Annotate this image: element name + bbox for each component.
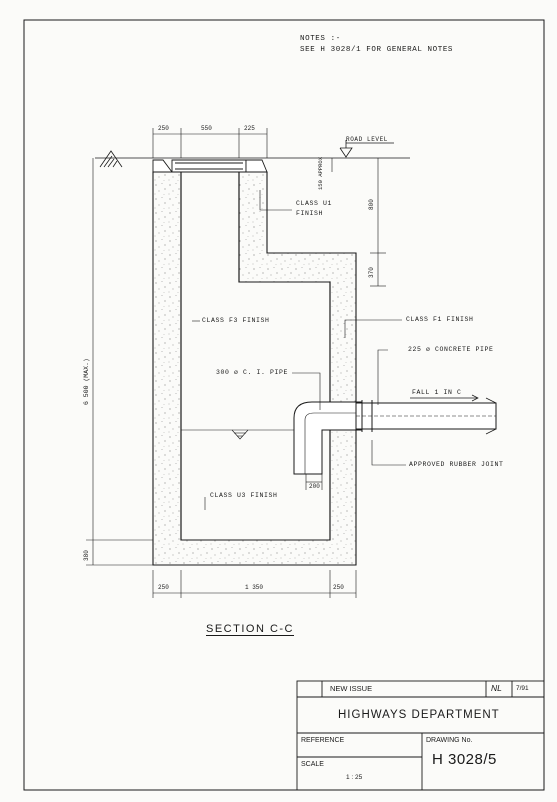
dim-800: 800 [368, 199, 375, 210]
fall-arrow [410, 394, 479, 402]
left-dimension-line [86, 158, 153, 566]
revision-text: NEW ISSUE [330, 684, 373, 693]
fall-label: FALL 1 IN C [412, 389, 462, 396]
road-level-marker [339, 140, 394, 158]
dim-bottom-wall-right: 250 [333, 584, 344, 591]
road-level-label: ROAD LEVEL [346, 136, 389, 143]
class-u1-label-line2: FINISH [296, 210, 324, 217]
concrete-pipe-label: 225 ø CONCRETE PIPE [408, 346, 494, 353]
class-u3-label: CLASS U3 FINISH [210, 492, 278, 499]
leader-lines [192, 190, 406, 510]
revision-date: 7/91 [516, 685, 529, 692]
section-title: SECTION C-C [206, 623, 294, 635]
drawing-number: H 3028/5 [432, 751, 497, 768]
title-block-frame [296, 680, 545, 791]
rubber-joint-label: APPROVED RUBBER JOINT [409, 461, 504, 468]
ci-pipe-label: 300 ø C. I. PIPE [216, 369, 289, 376]
bottom-dimension-line [152, 570, 357, 598]
sheet-border [23, 19, 545, 791]
dim-approx: 150 APPROX [317, 156, 324, 190]
dim-base: 380 [83, 550, 90, 561]
dim-bottom-inner: 1 350 [245, 584, 264, 591]
ci-pipe-bend [293, 401, 363, 475]
dim-top-opening: 550 [201, 125, 212, 132]
cover-frame [152, 159, 268, 173]
dim-top-wall-right: 225 [244, 125, 255, 132]
top-dimension-line [152, 128, 268, 158]
drawing-no-label: DRAWING No. [426, 737, 473, 744]
dim-overall-depth: 6 500 (MAX.) [83, 358, 90, 405]
scale-label: SCALE [301, 761, 324, 768]
revision-initials: NL [491, 683, 502, 693]
scale-value: 1 : 25 [346, 774, 363, 781]
ground-line [95, 150, 410, 168]
class-f3-label: CLASS F3 FINISH [202, 317, 270, 324]
dim-pipe-drop: 200 [309, 483, 320, 490]
class-u1-label-line1: CLASS U1 [296, 200, 333, 207]
class-f1-label: CLASS F1 FINISH [406, 316, 474, 323]
right-dimension-line [331, 158, 386, 287]
dim-top-wall-left: 250 [158, 125, 169, 132]
concrete-pipe [355, 397, 497, 435]
notes-text: SEE H 3028/1 FOR GENERAL NOTES [300, 46, 454, 54]
dim-bottom-wall-left: 250 [158, 584, 169, 591]
dim-370: 370 [368, 267, 375, 278]
department-name: HIGHWAYS DEPARTMENT [338, 709, 500, 721]
reference-label: REFERENCE [301, 737, 345, 744]
notes-heading: NOTES :- [300, 35, 341, 43]
